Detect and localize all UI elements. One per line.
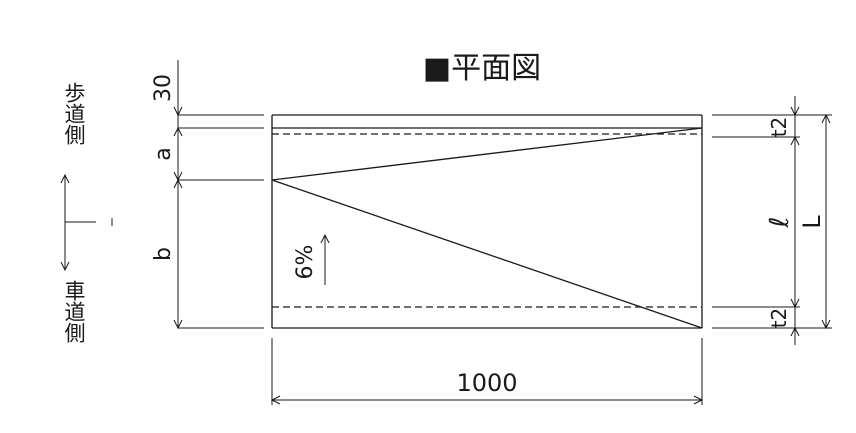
arrow-up-icon <box>320 233 330 285</box>
slope-label: 6% <box>293 245 318 280</box>
side-direction-indicator: 歩道側 車道側 <box>60 82 113 343</box>
plan-body <box>271 114 703 329</box>
slope-line-upper <box>271 127 703 181</box>
bottom-dimension: 1000 <box>270 338 704 405</box>
side-direction-arrow-icon <box>60 173 113 272</box>
page-title: ■平面図 <box>423 51 541 86</box>
dim-L: L <box>798 215 826 229</box>
dim-t2-bottom: t2 <box>767 308 791 329</box>
left-dimensions: 30 a b <box>151 60 264 330</box>
dim-b: b <box>151 247 176 261</box>
dim-ell: ℓ <box>765 217 795 229</box>
right-dimensions: t2 t2 ℓ L <box>712 96 832 345</box>
slope-line-lower <box>271 179 703 329</box>
sidewalk-side-label: 歩道側 <box>62 82 86 145</box>
dim-t2-top: t2 <box>767 117 791 138</box>
dim-a: a <box>151 147 176 160</box>
roadway-side-label: 車道側 <box>62 280 86 343</box>
dim-top-offset: 30 <box>151 74 176 102</box>
dim-width: 1000 <box>456 369 517 397</box>
slope-annotation: 6% <box>293 233 330 285</box>
